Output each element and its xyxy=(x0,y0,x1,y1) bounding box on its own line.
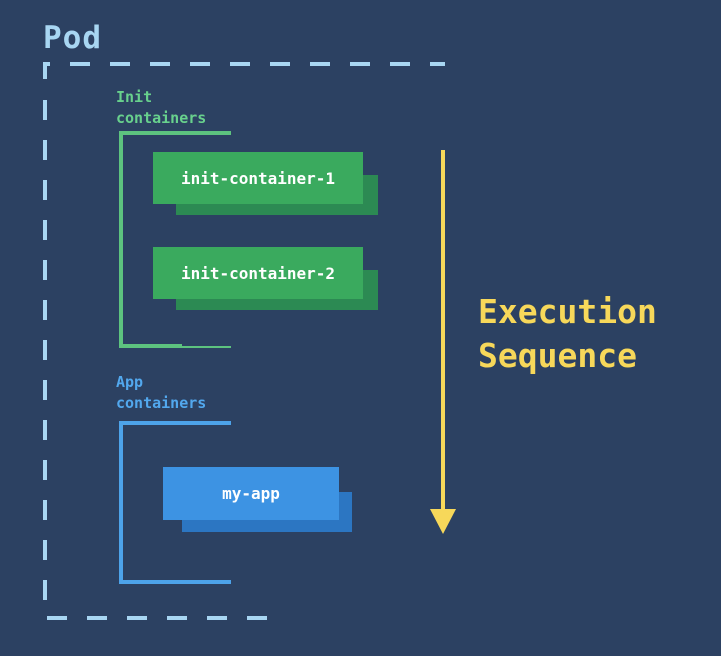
init-container-1-box: init-container-1 xyxy=(153,152,363,204)
pod-title: Pod xyxy=(43,20,102,56)
app-containers-label: App containers xyxy=(116,373,207,412)
execution-sequence-label: Execution Sequence xyxy=(478,292,657,375)
init-container-1-label: init-container-1 xyxy=(180,168,336,188)
bracket-mask xyxy=(182,570,242,580)
init-containers-bracket xyxy=(119,131,231,348)
init-containers-label: Init containers xyxy=(116,88,207,127)
my-app-box: my-app xyxy=(163,467,339,520)
execution-arrow xyxy=(430,150,456,534)
init-container-2-box: init-container-2 xyxy=(153,247,363,299)
app-containers-bracket xyxy=(119,421,231,584)
bracket-mask xyxy=(182,336,242,346)
init-container-2-label: init-container-2 xyxy=(180,263,336,283)
my-app-label: my-app xyxy=(222,484,280,503)
